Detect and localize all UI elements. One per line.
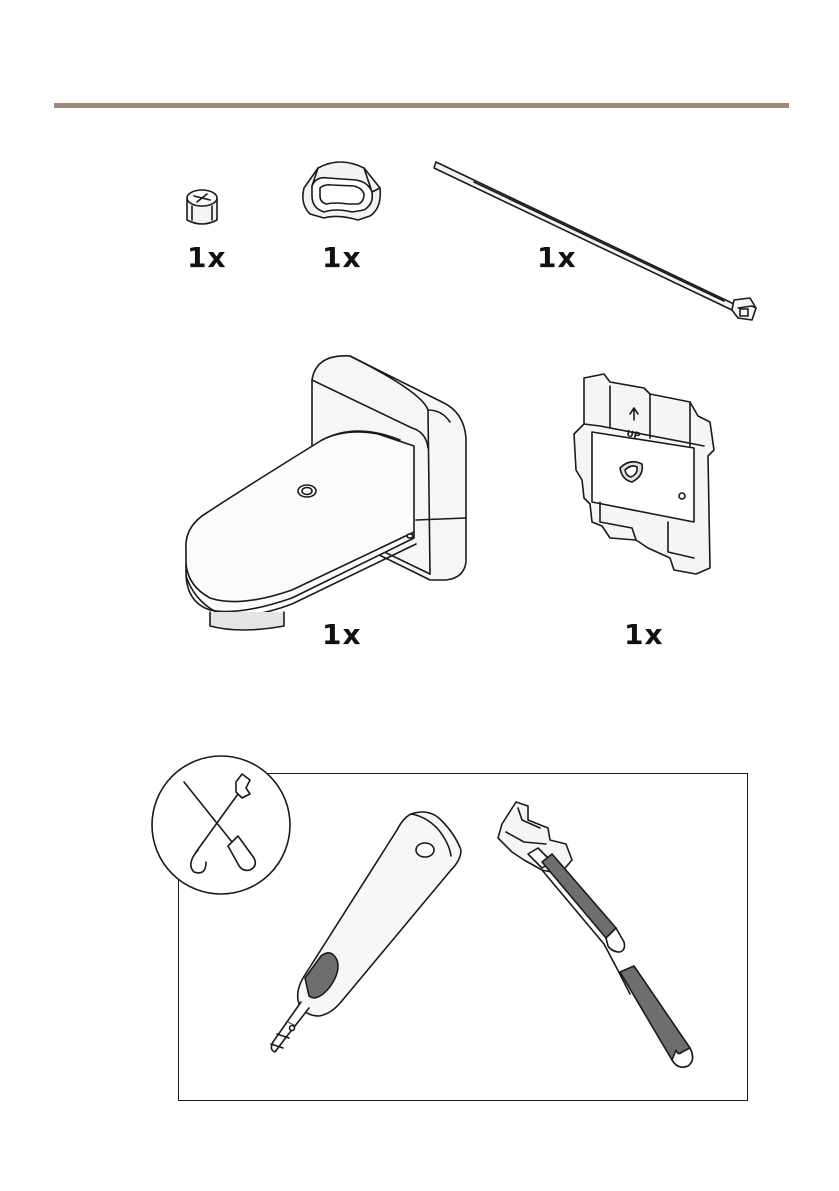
header-rule <box>54 103 789 108</box>
cable-tie-quantity: 1x <box>537 244 577 272</box>
screw-illustration <box>183 186 223 230</box>
cable-grommet-illustration <box>298 158 386 224</box>
mounting-plate-quantity: 1x <box>624 621 664 649</box>
wall-bracket-quantity: 1x <box>322 621 362 649</box>
screw-quantity: 1x <box>187 244 227 272</box>
punch-down-tool-illustration <box>265 806 475 1056</box>
cable-grommet-quantity: 1x <box>322 244 362 272</box>
mounting-plate-illustration: UP <box>570 372 720 577</box>
wall-bracket-illustration <box>180 350 470 640</box>
cable-tie-tool-illustration <box>494 798 704 1074</box>
cable-tie-illustration <box>434 158 764 324</box>
